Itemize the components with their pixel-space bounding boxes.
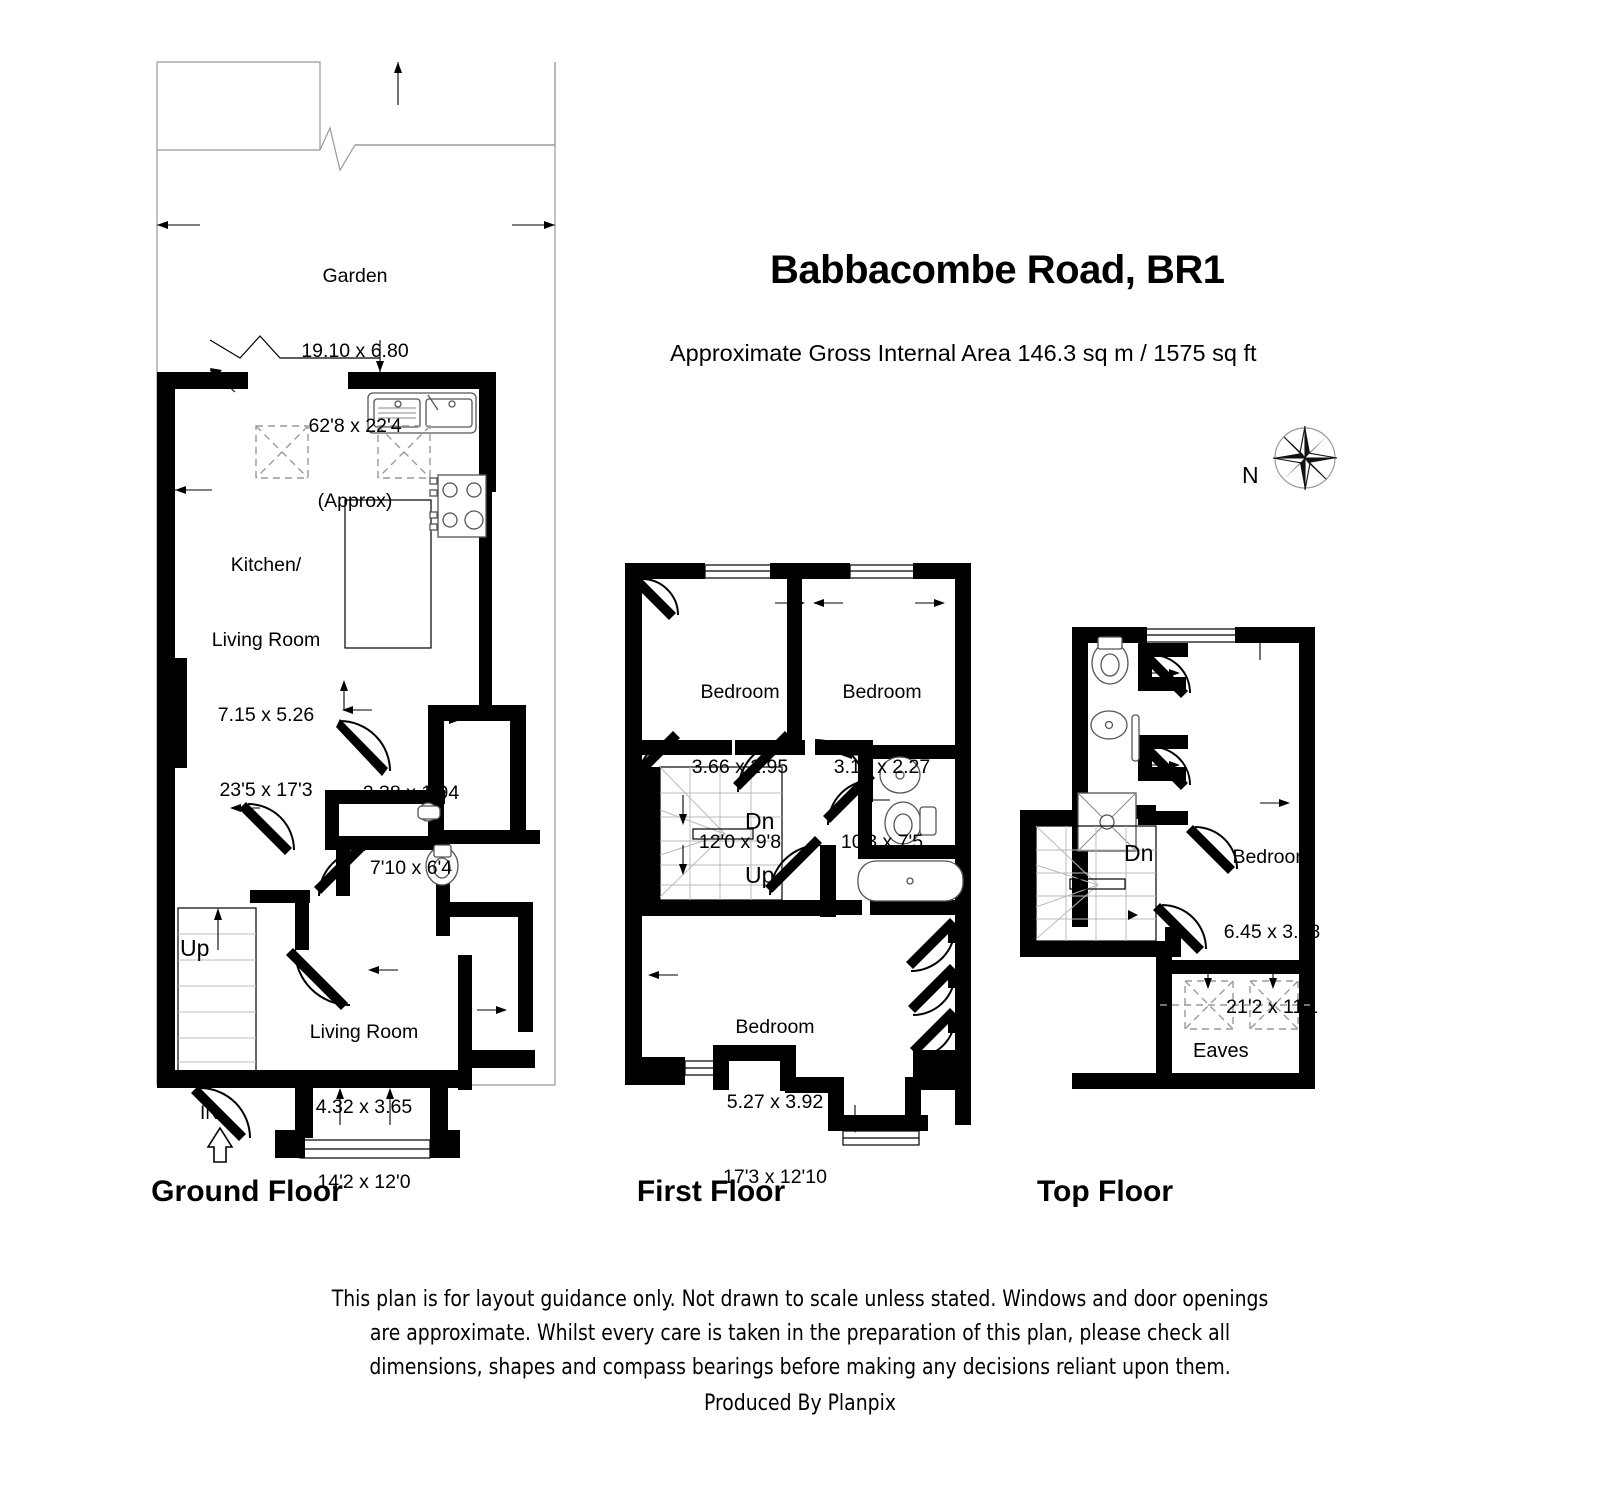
- room-label-bedroom-4: Bedroom 6.45 x 3.38 21'2 x 11'1: [1223, 846, 1321, 1018]
- disclaimer-line-3: dimensions, shapes and compass bearings …: [369, 1354, 1231, 1380]
- producer-credit: Produced By Planpix: [704, 1390, 896, 1416]
- ground-floor-walls: [157, 372, 540, 1158]
- wc-fixtures: [417, 802, 459, 886]
- top-floor-drawing: [1020, 627, 1315, 1089]
- top-stair-dn-label: Dn: [1124, 840, 1154, 866]
- top-floor-walls: [1020, 627, 1315, 1089]
- first-floor-walls: [625, 563, 971, 1131]
- ground-dim-arrows: [175, 340, 507, 1125]
- bathroom-fixtures: [857, 756, 964, 902]
- disclaimer-footer: This plan is for layout guidance only. N…: [0, 1282, 1600, 1420]
- room-label-bedroom-2: Bedroom 3.13 x 2.27 10'3 x 7'5: [833, 681, 931, 853]
- first-stair-dn-label: Dn: [745, 808, 775, 834]
- compass-north-label: N: [1242, 462, 1259, 488]
- floor-title-ground: Ground Floor: [151, 1175, 343, 1208]
- page-title: Babbacombe Road, BR1: [770, 248, 1225, 292]
- top-floor-bathroom-fixtures: [1077, 636, 1140, 852]
- first-stair-up-label: Up: [745, 862, 775, 888]
- floor-title-top: Top Floor: [1036, 1175, 1174, 1208]
- compass-rose-icon: [1272, 425, 1338, 491]
- disclaimer-line-2: are approximate. Whilst every care is ta…: [369, 1320, 1231, 1346]
- entrance-label: IN: [200, 1103, 219, 1124]
- first-floor-details: [633, 564, 964, 1146]
- ground-floor-details: [175, 335, 507, 1163]
- disclaimer-line-1: This plan is for layout guidance only. N…: [331, 1286, 1269, 1312]
- top-dim-arrows: [1150, 631, 1290, 989]
- entrance-arrow-icon: [206, 1126, 234, 1163]
- ground-stair-up-label: Up: [180, 935, 210, 961]
- first-floor-staircase: [659, 766, 783, 901]
- gross-internal-area-text: Approximate Gross Internal Area 146.3 sq…: [670, 340, 1257, 366]
- room-label-kitchen-living: Kitchen/ Living Room 7.15 x 5.26 23'5 x …: [211, 554, 321, 801]
- top-floor-details: [1035, 628, 1310, 1030]
- room-label-bedroom-1: Bedroom 3.66 x 2.95 12'0 x 9'8: [691, 681, 789, 853]
- room-label-utility: 2.38 x 1.94 7'10 x 6'4: [362, 782, 460, 879]
- first-floor-drawing: [625, 563, 971, 1146]
- top-floor-doors: [1151, 654, 1238, 950]
- top-floor-staircase: [1035, 825, 1157, 942]
- floor-title-first: First Floor: [636, 1175, 786, 1208]
- ground-floor-staircase: [177, 907, 257, 1087]
- room-label-bedroom-3: Bedroom 5.27 x 3.92 17'3 x 12'10: [723, 1016, 827, 1188]
- compass-rose: N: [1240, 420, 1350, 500]
- eaves-label: Eaves: [1193, 1040, 1249, 1062]
- ground-floor-drawing: [156, 61, 556, 1163]
- room-label-garden: Garden 19.10 x 6.80 62'8 x 22'4 (Approx): [301, 265, 409, 512]
- first-dim-arrows: [648, 599, 945, 1133]
- room-label-living-room: Living Room 4.32 x 3.65 14'2 x 12'0: [309, 1021, 419, 1193]
- garden-dimension-arrows: [157, 62, 555, 229]
